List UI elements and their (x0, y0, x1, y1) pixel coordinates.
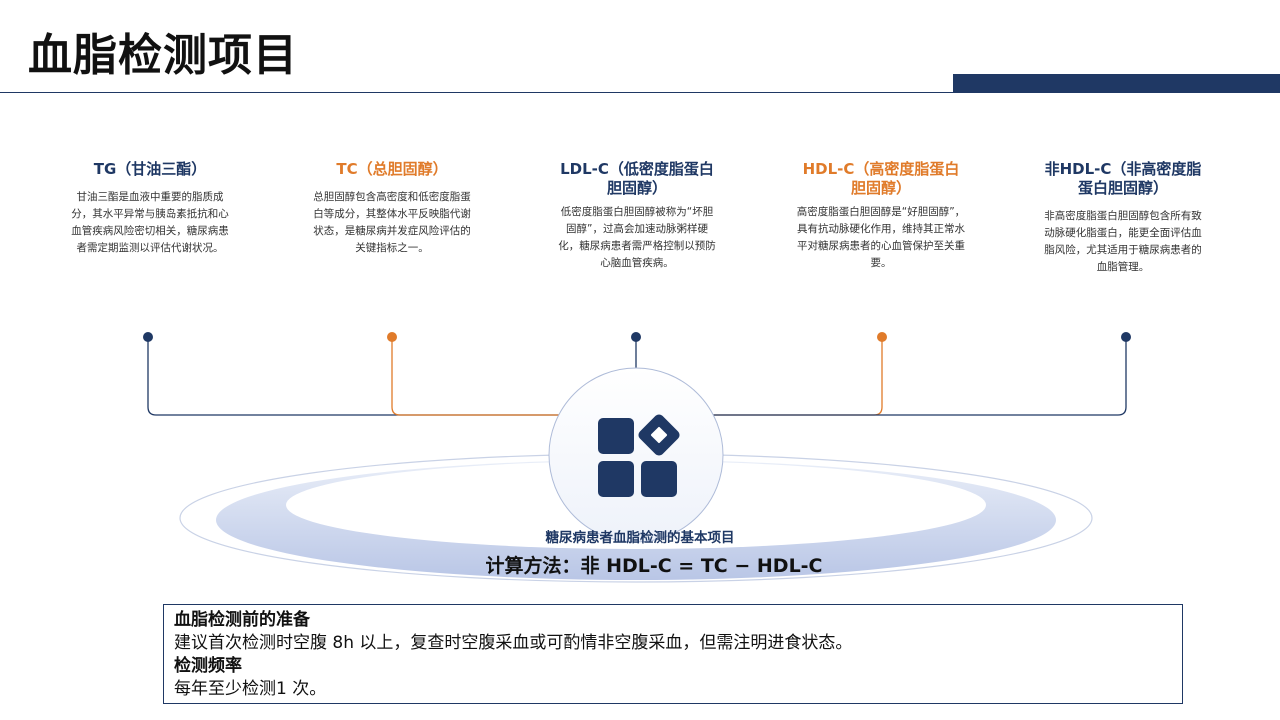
connector-line-tg (147, 337, 560, 416)
item-tg: TG（甘油三酯） 甘油三酯是血液中重要的脂质成分，其水平异常与胰岛素抵抗和心血管… (70, 160, 230, 257)
connector-dot-ldl (631, 332, 641, 342)
hub-label: 糖尿病患者血脂检测的基本项目 (545, 530, 735, 546)
connector-dot-hdl (877, 332, 887, 342)
item-desc-tg: 甘油三酯是血液中重要的脂质成分，其水平异常与胰岛素抵抗和心血管疾病风险密切相关，… (71, 191, 229, 254)
note-heading-prep: 血脂检测前的准备 (174, 610, 310, 630)
note-text-frequency: 每年至少检测1 次。 (174, 679, 327, 699)
connector-dot-nonhdl (1121, 332, 1131, 342)
connector-line-hdl (712, 337, 883, 416)
connector-line-nonhdl (712, 337, 1127, 416)
connector-dot-tc (387, 332, 397, 342)
connector-dot-tg (143, 332, 153, 342)
item-desc-tc: 总胆固醇包含高密度和低密度脂蛋白等成分，其整体水平反映脂代谢状态，是糖尿病并发症… (313, 191, 471, 254)
item-hdl: HDL-C（高密度脂蛋白胆固醇） 高密度脂蛋白胆固醇是“好胆固醇”，具有抗动脉硬… (796, 160, 966, 272)
item-title-tg: TG（甘油三酯） (93, 160, 207, 178)
item-title-hdl: HDL-C（高密度脂蛋白胆固醇） (802, 160, 960, 197)
item-desc-ldl: 低密度脂蛋白胆固醇被称为“坏胆固醇”，过高会加速动脉粥样硬化，糖尿病患者需严格控… (558, 206, 716, 269)
item-title-tc: TC（总胆固醇） (336, 160, 448, 178)
notes-box: 血脂检测前的准备 建议首次检测时空腹 8h 以上，复查时空腹采血或可酌情非空腹采… (163, 604, 1183, 704)
item-ldl: LDL-C（低密度脂蛋白胆固醇） 低密度脂蛋白胆固醇被称为“坏胆固醇”，过高会加… (556, 160, 718, 272)
item-nonhdl: 非HDL-C（非高密度脂蛋白胆固醇） 非高密度脂蛋白胆固醇包含所有致动脉硬化脂蛋… (1040, 160, 1206, 276)
note-heading-frequency: 检测频率 (174, 656, 242, 676)
app-grid-icon (598, 414, 680, 497)
note-text-prep: 建议首次检测时空腹 8h 以上，复查时空腹采血或可酌情非空腹采血，但需注明进食状… (174, 633, 853, 653)
item-title-nonhdl: 非HDL-C（非高密度脂蛋白胆固醇） (1044, 160, 1202, 197)
page-title: 血脂检测项目 (28, 30, 298, 81)
item-title-ldl: LDL-C（低密度脂蛋白胆固醇） (560, 160, 714, 197)
formula-text: 计算方法：非 HDL-C = TC − HDL-C (485, 555, 823, 577)
connector-line-tc (391, 337, 560, 416)
title-accent-bar (953, 74, 1280, 92)
title-divider (0, 92, 1280, 93)
item-desc-nonhdl: 非高密度脂蛋白胆固醇包含所有致动脉硬化脂蛋白，能更全面评估血脂风险，尤其适用于糖… (1044, 210, 1202, 273)
item-tc: TC（总胆固醇） 总胆固醇包含高密度和低密度脂蛋白等成分，其整体水平反映脂代谢状… (312, 160, 472, 257)
hub-circle (548, 367, 724, 543)
item-desc-hdl: 高密度脂蛋白胆固醇是“好胆固醇”，具有抗动脉硬化作用，维持其正常水平对糖尿病患者… (796, 206, 966, 269)
